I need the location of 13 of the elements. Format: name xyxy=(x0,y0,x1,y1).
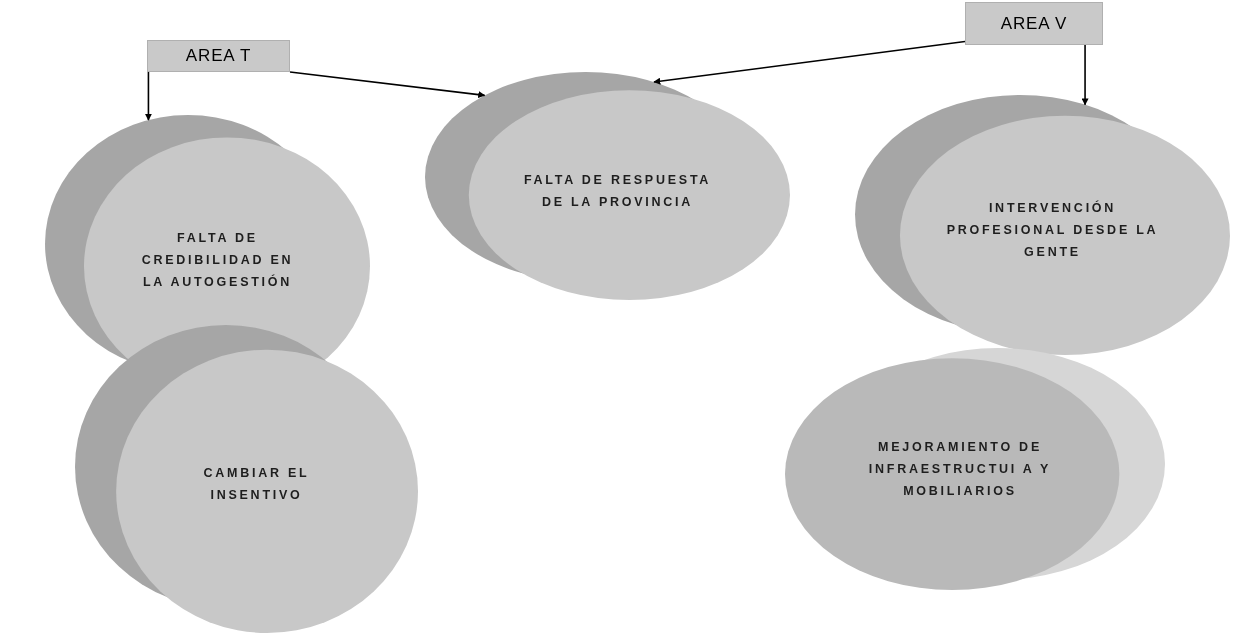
area-tag xyxy=(965,2,1103,45)
disk-label: MEJORAMIENTO DE INFRAESTRUCTUI A Y MOBILIARIOS xyxy=(867,439,1053,500)
arrow xyxy=(289,71,486,99)
disk-label: INTERVENCIÓN PROFESIONAL DESDE LA GENTE xyxy=(945,199,1160,261)
disk-label: CAMBIAR EL INSENTIVO xyxy=(202,465,311,504)
area-tag xyxy=(147,40,290,72)
arrow xyxy=(1081,44,1089,106)
area-label: AREA V xyxy=(1000,12,1068,35)
area-label: AREA T xyxy=(185,45,252,68)
arrow xyxy=(653,40,966,85)
arrow xyxy=(144,71,152,121)
disk-label: FALTA DE CREDIBILIDAD EN LA AUTOGESTIÓN xyxy=(140,230,295,291)
disk-label: FALTA DE RESPUESTA DE LA PROVINCIA xyxy=(522,172,713,211)
